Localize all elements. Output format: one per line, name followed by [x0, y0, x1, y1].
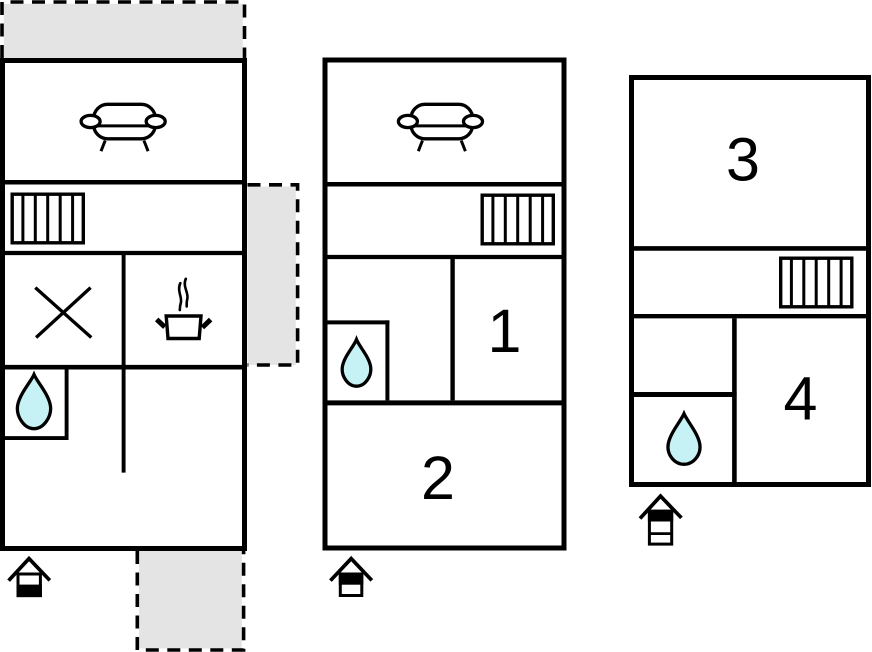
svg-text:3: 3 — [726, 126, 760, 194]
svg-text:2: 2 — [421, 444, 455, 512]
svg-text:1: 1 — [488, 297, 522, 365]
svg-text:4: 4 — [784, 365, 818, 433]
